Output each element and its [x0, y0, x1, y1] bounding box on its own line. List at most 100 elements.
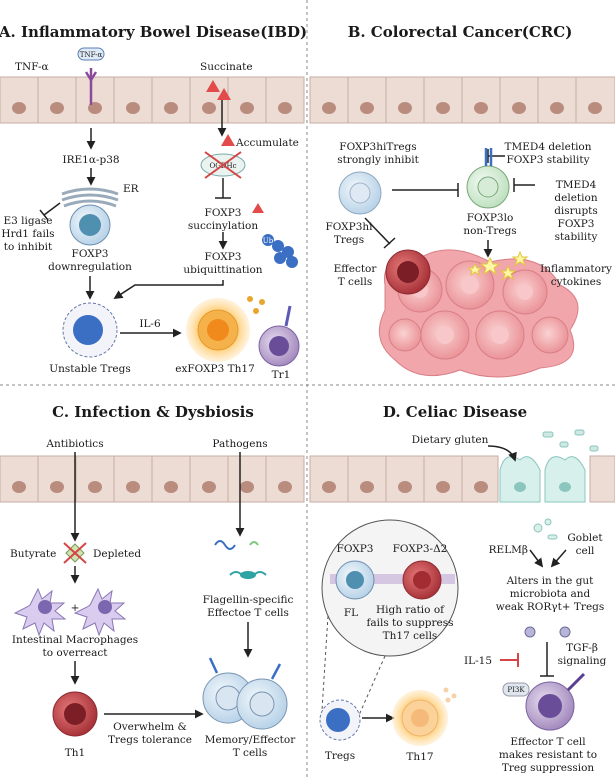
tnf-tag — [77, 47, 105, 61]
unstable-tregs-label: Unstable Tregs — [49, 363, 130, 375]
panel-d-title: D. Celiac Disease — [383, 403, 527, 421]
cytokine-dots-d — [443, 687, 457, 703]
tregs-label: Tregs — [325, 750, 355, 762]
flagellin-1: Flagellin-specific — [203, 594, 294, 606]
er-label: ER — [123, 183, 140, 195]
tmed4-2b: deletion — [554, 192, 597, 204]
panel-a-title: A. Inflammatory Bowel Disease(IBD) — [0, 23, 307, 41]
antibiotics-label: Antibiotics — [45, 438, 103, 450]
fl-label: FL — [344, 607, 358, 619]
foxp3-down-1: FOXP3 — [72, 248, 109, 260]
epithelium-b — [309, 76, 615, 124]
succinate-label: Succinate — [200, 61, 253, 73]
foxp3-succ-1: FOXP3 — [205, 207, 242, 219]
e3-ligase-1: E3 ligase — [4, 215, 53, 227]
foxp3hi-tregs-2: Tregs — [334, 234, 364, 246]
epithelium-d — [309, 455, 615, 503]
tgfb-2: signaling — [558, 655, 607, 667]
e3-ligase-2: Hrd1 fails — [1, 228, 54, 240]
th17-label: Th17 — [406, 751, 433, 763]
e3-ligase-3: to inhibit — [4, 241, 53, 253]
foxp3lo-2: non-Tregs — [463, 225, 516, 237]
panel-celiac: D. Celiac Disease Dietary gluten RELMβ G… — [309, 403, 615, 774]
foxp3hi-inhibit-1: FOXP3hiTregs — [339, 141, 416, 153]
cytokines-1: Inflammatory — [540, 263, 612, 275]
tgfb-1: TGF-β — [566, 642, 598, 654]
il15-label: IL-15 — [464, 655, 492, 667]
ire1a-label: IRE1α-p38 — [62, 154, 119, 166]
pathogens-label: Pathogens — [212, 438, 267, 450]
tnf-tag-text: TNF-α — [80, 51, 103, 59]
panel-crc: B. Colorectal Cancer(CRC) FOXP3hiTregs s… — [309, 23, 615, 378]
macrophages-1: Intestinal Macrophages — [12, 634, 138, 646]
memory-1: Memory/Effector — [205, 734, 296, 746]
tmed4-2c: disrupts — [554, 205, 598, 217]
effector-1: Effector — [334, 263, 378, 275]
th1-label: Th1 — [65, 747, 85, 759]
foxp3hi-tregs-1: FOXP3hi — [325, 221, 373, 233]
tumor-mass — [378, 249, 579, 378]
ub-label: Ub — [263, 237, 274, 245]
goblet-1: Goblet — [567, 532, 603, 544]
succinate-icon — [206, 80, 235, 146]
memory-2: T cells — [233, 747, 268, 759]
tmed4-1a: TMED4 deletion — [504, 141, 591, 153]
panel-infection: C. Infection & Dysbiosis Antibiotics Pat… — [0, 403, 305, 759]
depleted-label: Depleted — [93, 548, 141, 560]
high-ratio-3: Th17 cells — [383, 630, 438, 642]
high-ratio-2: fails to suppress — [366, 617, 453, 629]
foxp3-down-2: downregulation — [48, 261, 132, 273]
effector-2: T cells — [338, 276, 373, 288]
panel-ibd: A. Inflammatory Bowel Disease(IBD) TNF-α… — [0, 23, 307, 381]
relmb-label: RELMβ — [489, 544, 528, 556]
gluten-particles — [542, 429, 599, 452]
cytokine-stars — [467, 250, 529, 281]
zoom-inset — [321, 519, 459, 723]
ubiquitin-icon — [262, 234, 298, 268]
memory-t-cells — [202, 657, 288, 730]
overwhelm-1: Overwhelm & — [113, 721, 187, 733]
tr1-label: Tr1 — [272, 369, 291, 381]
foxp3-d2-label: FOXP3-Δ2 — [393, 543, 448, 555]
tgfb-molecules — [524, 626, 571, 638]
epithelium-c — [0, 455, 305, 503]
tmed4-2d: FOXP3 — [558, 218, 595, 230]
cytokines-2: cytokines — [551, 276, 601, 288]
tmed4-2a: TMED4 — [556, 179, 597, 191]
foxp3-ubiq-1: FOXP3 — [205, 251, 242, 263]
flagellin-2: Effectoe T cells — [207, 607, 289, 619]
alters-2: microbiota and — [510, 588, 591, 600]
pi3k-label: PI3K — [507, 686, 525, 694]
effector-res-1: Effector T cell — [510, 736, 586, 748]
effector-res-2: makes resistant to — [499, 749, 597, 761]
butyrate-label: Butyrate — [10, 548, 56, 560]
goblet-particles — [533, 518, 558, 540]
cytokine-dots-a — [247, 296, 265, 314]
gluten-label: Dietary gluten — [412, 434, 489, 446]
foxp3-succ-2: succinylation — [188, 220, 258, 232]
foxp3-label: FOXP3 — [337, 543, 374, 555]
effector-res-3: Treg suppression — [502, 762, 595, 774]
succinate-small-icon — [252, 203, 264, 213]
panel-b-title: B. Colorectal Cancer(CRC) — [348, 23, 573, 41]
exfoxp3-label: exFOXP3 Th17 — [175, 363, 255, 375]
overwhelm-2: Tregs tolerance — [108, 734, 192, 746]
er-icon — [61, 187, 119, 208]
tmed4-2e: stability — [555, 231, 598, 243]
flagellin-icon — [214, 540, 267, 579]
foxp3-ubiq-2: ubiquittination — [183, 264, 262, 276]
macrophage-icons — [13, 587, 127, 637]
tmed4-1b: FOXP3 stability — [506, 154, 589, 166]
high-ratio-1: High ratio of — [376, 604, 445, 616]
il6-label: IL-6 — [139, 318, 161, 330]
foxp3lo-1: FOXP3lo — [467, 212, 514, 224]
macrophages-2: to overreact — [43, 647, 109, 659]
epithelium-a — [0, 76, 305, 124]
foxp3hi-inhibit-2: strongly inhibit — [337, 154, 419, 166]
accumulate-label: Accumulate — [235, 137, 299, 149]
tnf-alpha-label: TNF-α — [15, 61, 49, 73]
alters-3: weak RORγt+ Tregs — [496, 601, 605, 613]
alters-1: Alters in the gut — [506, 575, 595, 587]
